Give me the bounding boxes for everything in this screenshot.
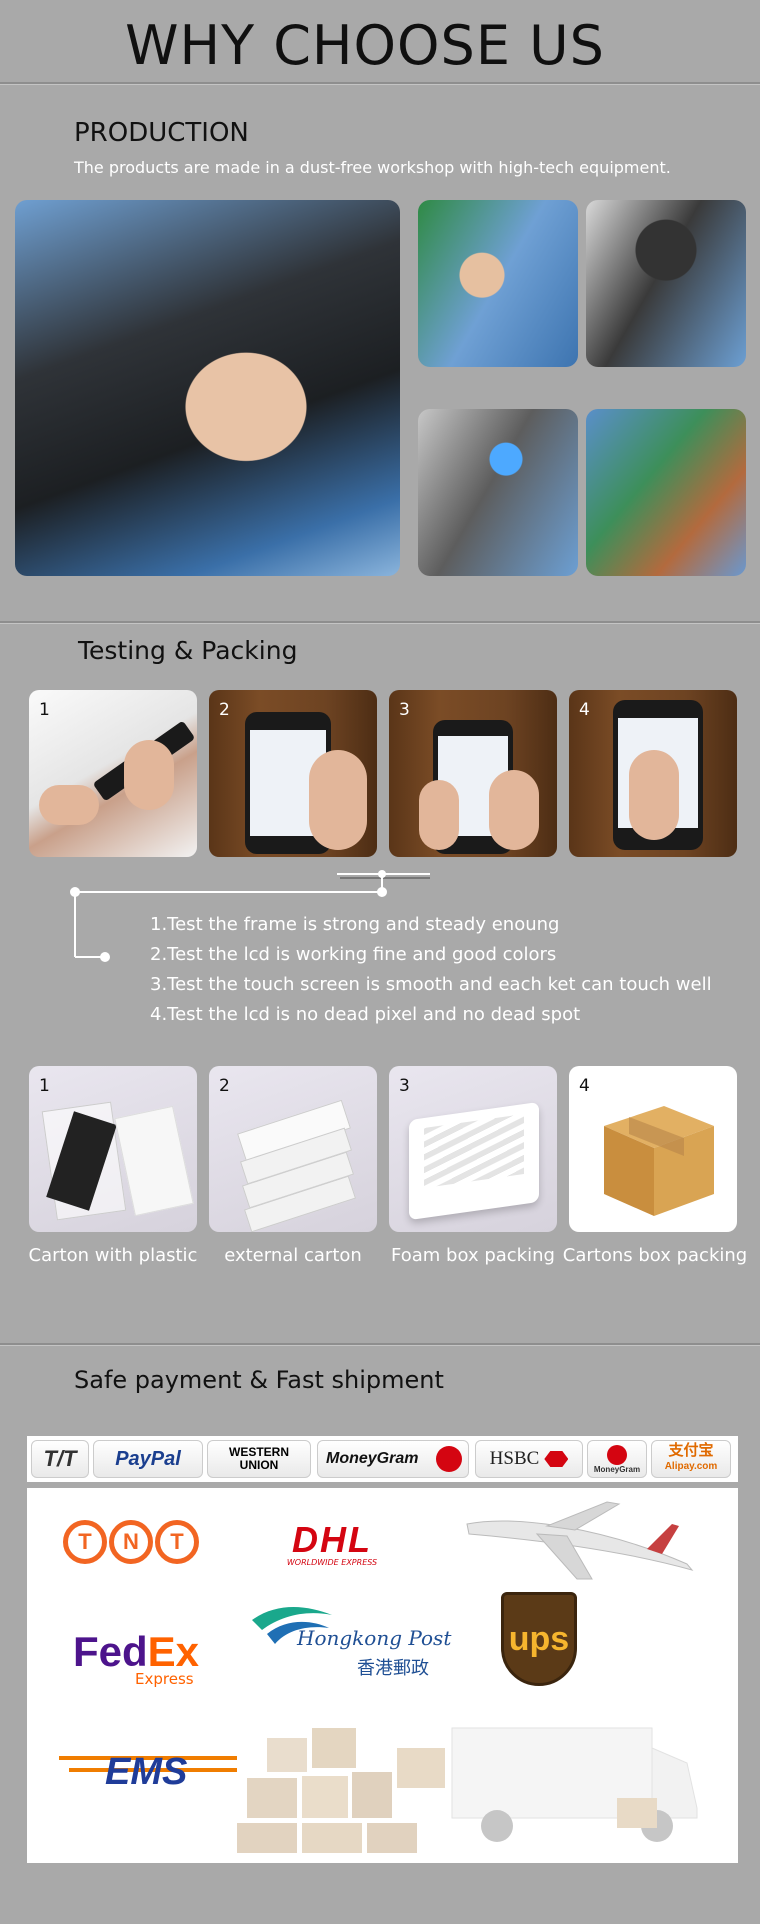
hsbc-logo: HSBC xyxy=(475,1440,583,1478)
photo-number: 2 xyxy=(219,1076,230,1096)
test-photo-4: 4 xyxy=(569,690,737,857)
dhl-logo: DHL WORLDWIDE EXPRESS xyxy=(247,1519,417,1568)
production-photo-1 xyxy=(418,200,578,367)
moneygram-text: MoneyGram xyxy=(326,1450,419,1467)
payment-title: Safe payment & Fast shipment xyxy=(74,1366,444,1394)
testing-title: Testing & Packing xyxy=(78,636,298,665)
photo-number: 4 xyxy=(579,1076,590,1096)
packing-caption: external carton xyxy=(224,1245,362,1266)
test-step: 4.Test the lcd is no dead pixel and no d… xyxy=(150,1004,581,1025)
hsbc-text: HSBC xyxy=(489,1448,540,1469)
photo-number: 1 xyxy=(39,700,50,720)
packing-caption: Foam box packing xyxy=(391,1245,555,1266)
western-union-text: WESTERN xyxy=(229,1445,289,1459)
packing-photo-3: 3 xyxy=(389,1066,557,1232)
fedex-fed-text: Fed xyxy=(73,1628,148,1675)
moneygram-small-text: MoneyGram xyxy=(593,1464,641,1474)
hsbc-hexagon-icon xyxy=(544,1451,569,1467)
alipay-en-text: Alipay.com xyxy=(664,1461,718,1472)
cargo-truck-illustration xyxy=(237,1727,698,1853)
tnt-logo: T N T xyxy=(63,1520,199,1564)
production-subtitle: The products are made in a dust-free wor… xyxy=(74,158,671,177)
production-title: PRODUCTION xyxy=(74,118,249,148)
western-union-logo: WESTERN UNION xyxy=(207,1440,311,1478)
connector-decoration xyxy=(70,870,430,962)
test-step: 2.Test the lcd is working fine and good … xyxy=(150,944,557,965)
alipay-logo: 支付宝 Alipay.com xyxy=(651,1440,731,1478)
moneygram-small-logo: MoneyGram xyxy=(587,1440,647,1478)
test-step: 1.Test the frame is strong and steady en… xyxy=(150,914,560,935)
tnt-letter: T xyxy=(155,1520,199,1564)
hongkong-post-logo: Hongkong Post 香港郵政 xyxy=(247,1600,477,1690)
hongkong-post-cn-text: 香港郵政 xyxy=(357,1658,429,1679)
divider xyxy=(0,1343,760,1346)
tt-logo: T/T xyxy=(31,1440,89,1478)
divider xyxy=(0,621,760,624)
tnt-letter: N xyxy=(109,1520,153,1564)
dhl-subtext: WORLDWIDE EXPRESS xyxy=(286,1558,378,1567)
ems-logo: EMS xyxy=(59,1750,239,1794)
production-photo-main xyxy=(15,200,400,576)
hongkong-post-en-text: Hongkong Post xyxy=(297,1626,452,1650)
payment-methods-bar: T/T PayPal WESTERN UNION MoneyGram HSBC … xyxy=(27,1436,738,1482)
packing-photo-2: 2 xyxy=(209,1066,377,1232)
moneygram-small-icon xyxy=(607,1444,627,1465)
divider xyxy=(0,82,760,85)
alipay-cn-text: 支付宝 xyxy=(668,1442,714,1459)
ups-logo: ups xyxy=(501,1592,577,1686)
fedex-ex-text: Ex xyxy=(147,1628,200,1675)
packing-photo-4: 4 xyxy=(569,1066,737,1232)
tnt-letter: T xyxy=(63,1520,107,1564)
packing-caption: Cartons box packing xyxy=(562,1245,748,1266)
airplane-icon xyxy=(466,1501,694,1580)
ups-text: ups xyxy=(508,1619,570,1658)
test-photo-2: 2 xyxy=(209,690,377,857)
page-title: WHY CHOOSE US xyxy=(125,14,605,77)
photo-number: 4 xyxy=(579,700,590,720)
packing-photo-1: 1 xyxy=(29,1066,197,1232)
production-photo-3 xyxy=(418,409,578,576)
western-union-text: UNION xyxy=(239,1458,279,1472)
photo-number: 1 xyxy=(39,1076,50,1096)
moneygram-globe-icon xyxy=(436,1446,462,1472)
fedex-express-text: Express xyxy=(135,1670,194,1688)
photo-number: 2 xyxy=(219,700,230,720)
packing-caption: Carton with plastic xyxy=(28,1245,198,1266)
test-photo-3: 3 xyxy=(389,690,557,857)
photo-number: 3 xyxy=(399,1076,410,1096)
photo-number: 3 xyxy=(399,700,410,720)
production-photo-4 xyxy=(586,409,746,576)
cardboard-box-icon xyxy=(604,1106,714,1216)
paypal-logo: PayPal xyxy=(93,1440,203,1478)
ems-text: EMS xyxy=(105,1751,188,1793)
shipping-carriers-panel: T N T DHL WORLDWIDE EXPRESS FedEx Expres… xyxy=(27,1488,738,1863)
test-steps-list: 1.Test the frame is strong and steady en… xyxy=(150,910,712,1030)
moneygram-logo: MoneyGram xyxy=(317,1440,469,1478)
test-photo-1: 1 xyxy=(29,690,197,857)
fedex-logo: FedEx Express xyxy=(73,1628,199,1688)
test-step: 3.Test the touch screen is smooth and ea… xyxy=(150,974,712,995)
hongkong-post-bird-icon xyxy=(252,1606,332,1644)
production-photo-2 xyxy=(586,200,746,367)
dhl-text: DHL xyxy=(292,1519,372,1560)
